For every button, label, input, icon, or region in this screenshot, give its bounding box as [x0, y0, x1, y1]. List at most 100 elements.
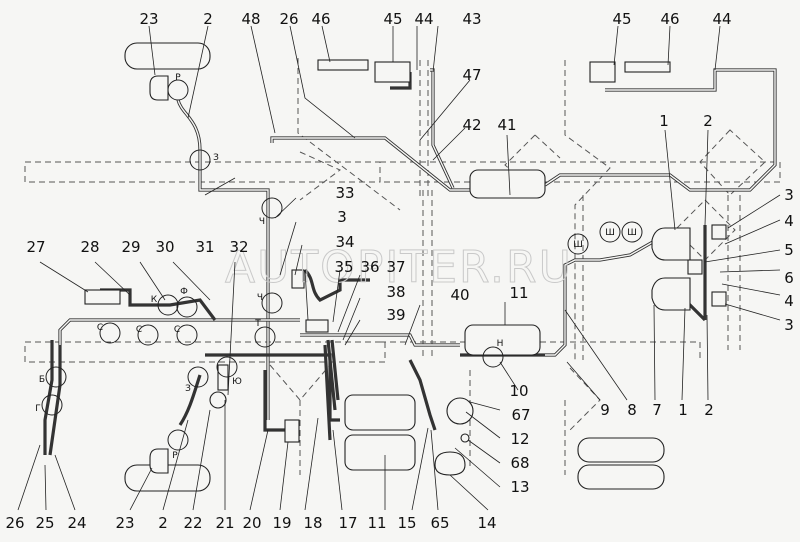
- valve-3-upper: [711, 224, 727, 240]
- callout-39: 39: [386, 306, 405, 324]
- callout-67: 67: [511, 406, 530, 424]
- callout-37: 37: [386, 258, 405, 276]
- callout-41: 41: [497, 116, 516, 134]
- frame-cross-3: [564, 60, 611, 360]
- wheel-rear-right-1: [577, 437, 665, 463]
- callout-15: 15: [397, 514, 416, 532]
- callout-31: 31: [195, 238, 214, 256]
- valve-19: [284, 419, 300, 443]
- callout-38: 38: [386, 283, 405, 301]
- callout-25: 25: [35, 514, 54, 532]
- fitting-letter-n: Н: [497, 339, 504, 349]
- frame-rail-left-lower: [24, 341, 386, 363]
- brake-chamber-front-23: [149, 75, 169, 101]
- fitting-f: [176, 296, 198, 318]
- callout-19: 19: [272, 514, 291, 532]
- components: [84, 59, 727, 476]
- callout-43: 43: [462, 10, 481, 28]
- pipe-right-upper: [544, 68, 777, 192]
- callout-1-bottom: 1: [678, 401, 688, 419]
- callout-44: 44: [414, 10, 433, 28]
- callout-18: 18: [303, 514, 322, 532]
- callout-11-bottom: 11: [367, 514, 386, 532]
- pipe-hose-left-2: [48, 345, 62, 456]
- pipe-hose-left: [43, 340, 54, 455]
- cylinder-46-left: [317, 59, 369, 71]
- leader-lines: [17, 25, 781, 511]
- fitting-t: [254, 326, 276, 348]
- valve-22: [209, 391, 227, 409]
- fitting-letter-b: Б: [39, 375, 45, 385]
- fitting-k: [157, 294, 179, 316]
- callout-65: 65: [430, 514, 449, 532]
- brake-chamber-7: [651, 277, 691, 311]
- fitting-letter-ch-upper: Ч: [259, 217, 265, 227]
- fitting-letter-p-top: Р: [175, 73, 181, 83]
- valve-block-27: [84, 289, 121, 305]
- callout-44-right: 44: [712, 10, 731, 28]
- callout-2-bottom: 2: [704, 401, 714, 419]
- callout-23: 23: [139, 10, 158, 28]
- frame-rail-left: [24, 161, 381, 183]
- fitting-sh2: [599, 221, 621, 243]
- filter-45-left: [374, 61, 411, 83]
- callout-3-upper: 3: [784, 186, 794, 204]
- valve-3-lower: [711, 291, 727, 307]
- callouts-top: 23 2 48 26 46 45 44 43 45 46 44: [139, 10, 731, 28]
- pipe-15-65: [408, 359, 437, 431]
- fitting-letter-p-low: Р: [172, 451, 178, 461]
- callout-22: 22: [183, 514, 202, 532]
- callout-4-lower: 4: [784, 292, 794, 310]
- callouts-bottom: 26 25 24 23 2 22 21 20 19 18 17 11 15 65…: [5, 514, 496, 532]
- callout-8: 8: [627, 401, 637, 419]
- pipe-main-center: [300, 333, 460, 347]
- valve-21: [217, 364, 229, 391]
- callout-14: 14: [477, 514, 496, 532]
- fitting-s3: [176, 324, 198, 346]
- callout-4-upper: 4: [784, 212, 794, 230]
- fitting-letter-sh2: Ш: [605, 228, 615, 238]
- callout-6: 6: [784, 269, 794, 287]
- callout-42: 42: [462, 116, 481, 134]
- fitting-letter-f: Ф: [180, 287, 188, 297]
- fitting-n: [482, 346, 504, 368]
- callout-47: 47: [462, 66, 481, 84]
- callout-3-lower: 3: [784, 316, 794, 334]
- filter-45-right: [589, 61, 616, 83]
- brake-chamber-1: [651, 227, 691, 261]
- pressure-regulator-35: [305, 319, 329, 333]
- callout-13: 13: [510, 478, 529, 496]
- callout-28: 28: [80, 238, 99, 256]
- brake-chamber-14: [434, 451, 466, 476]
- callouts-left: 27 28 29 30 31 32 33 3 34 35 36 37 38 39…: [26, 66, 528, 324]
- fitting-letter-sh1: Ш: [573, 240, 583, 250]
- callout-3: 3: [337, 208, 347, 226]
- fitting-yu: [216, 356, 238, 378]
- fittings: Р З Ч Ч К Ф С С С Т Б Г З Ю Р Н Ш Ш Ш: [35, 73, 643, 461]
- callout-40: 40: [450, 286, 469, 304]
- pipe-34: [303, 268, 370, 302]
- callout-2-top: 2: [703, 112, 713, 130]
- compressor-12: [446, 397, 474, 425]
- fitting-p-low: [167, 429, 189, 451]
- callout-10: 10: [509, 382, 528, 400]
- fitting-letter-s1: С: [97, 323, 103, 333]
- valve-5: [687, 259, 703, 275]
- pipe-front-left-lower: [178, 374, 202, 426]
- callout-12: 12: [510, 430, 529, 448]
- callout-36: 36: [360, 258, 379, 276]
- fitting-s1: [99, 322, 121, 344]
- wheel-front-left: [124, 42, 211, 70]
- fitting-p-top: [167, 79, 189, 101]
- wheel-rear-right-2: [577, 464, 665, 490]
- frame-cross-4: [727, 195, 741, 350]
- fitting-g: [41, 394, 63, 416]
- frame-cross-1: [297, 58, 401, 211]
- air-tank-11-lower-a: [344, 394, 416, 431]
- fitting-z-top: [189, 149, 211, 171]
- callout-20: 20: [242, 514, 261, 532]
- valve-68: [460, 433, 470, 443]
- fitting-letter-k: К: [151, 295, 158, 305]
